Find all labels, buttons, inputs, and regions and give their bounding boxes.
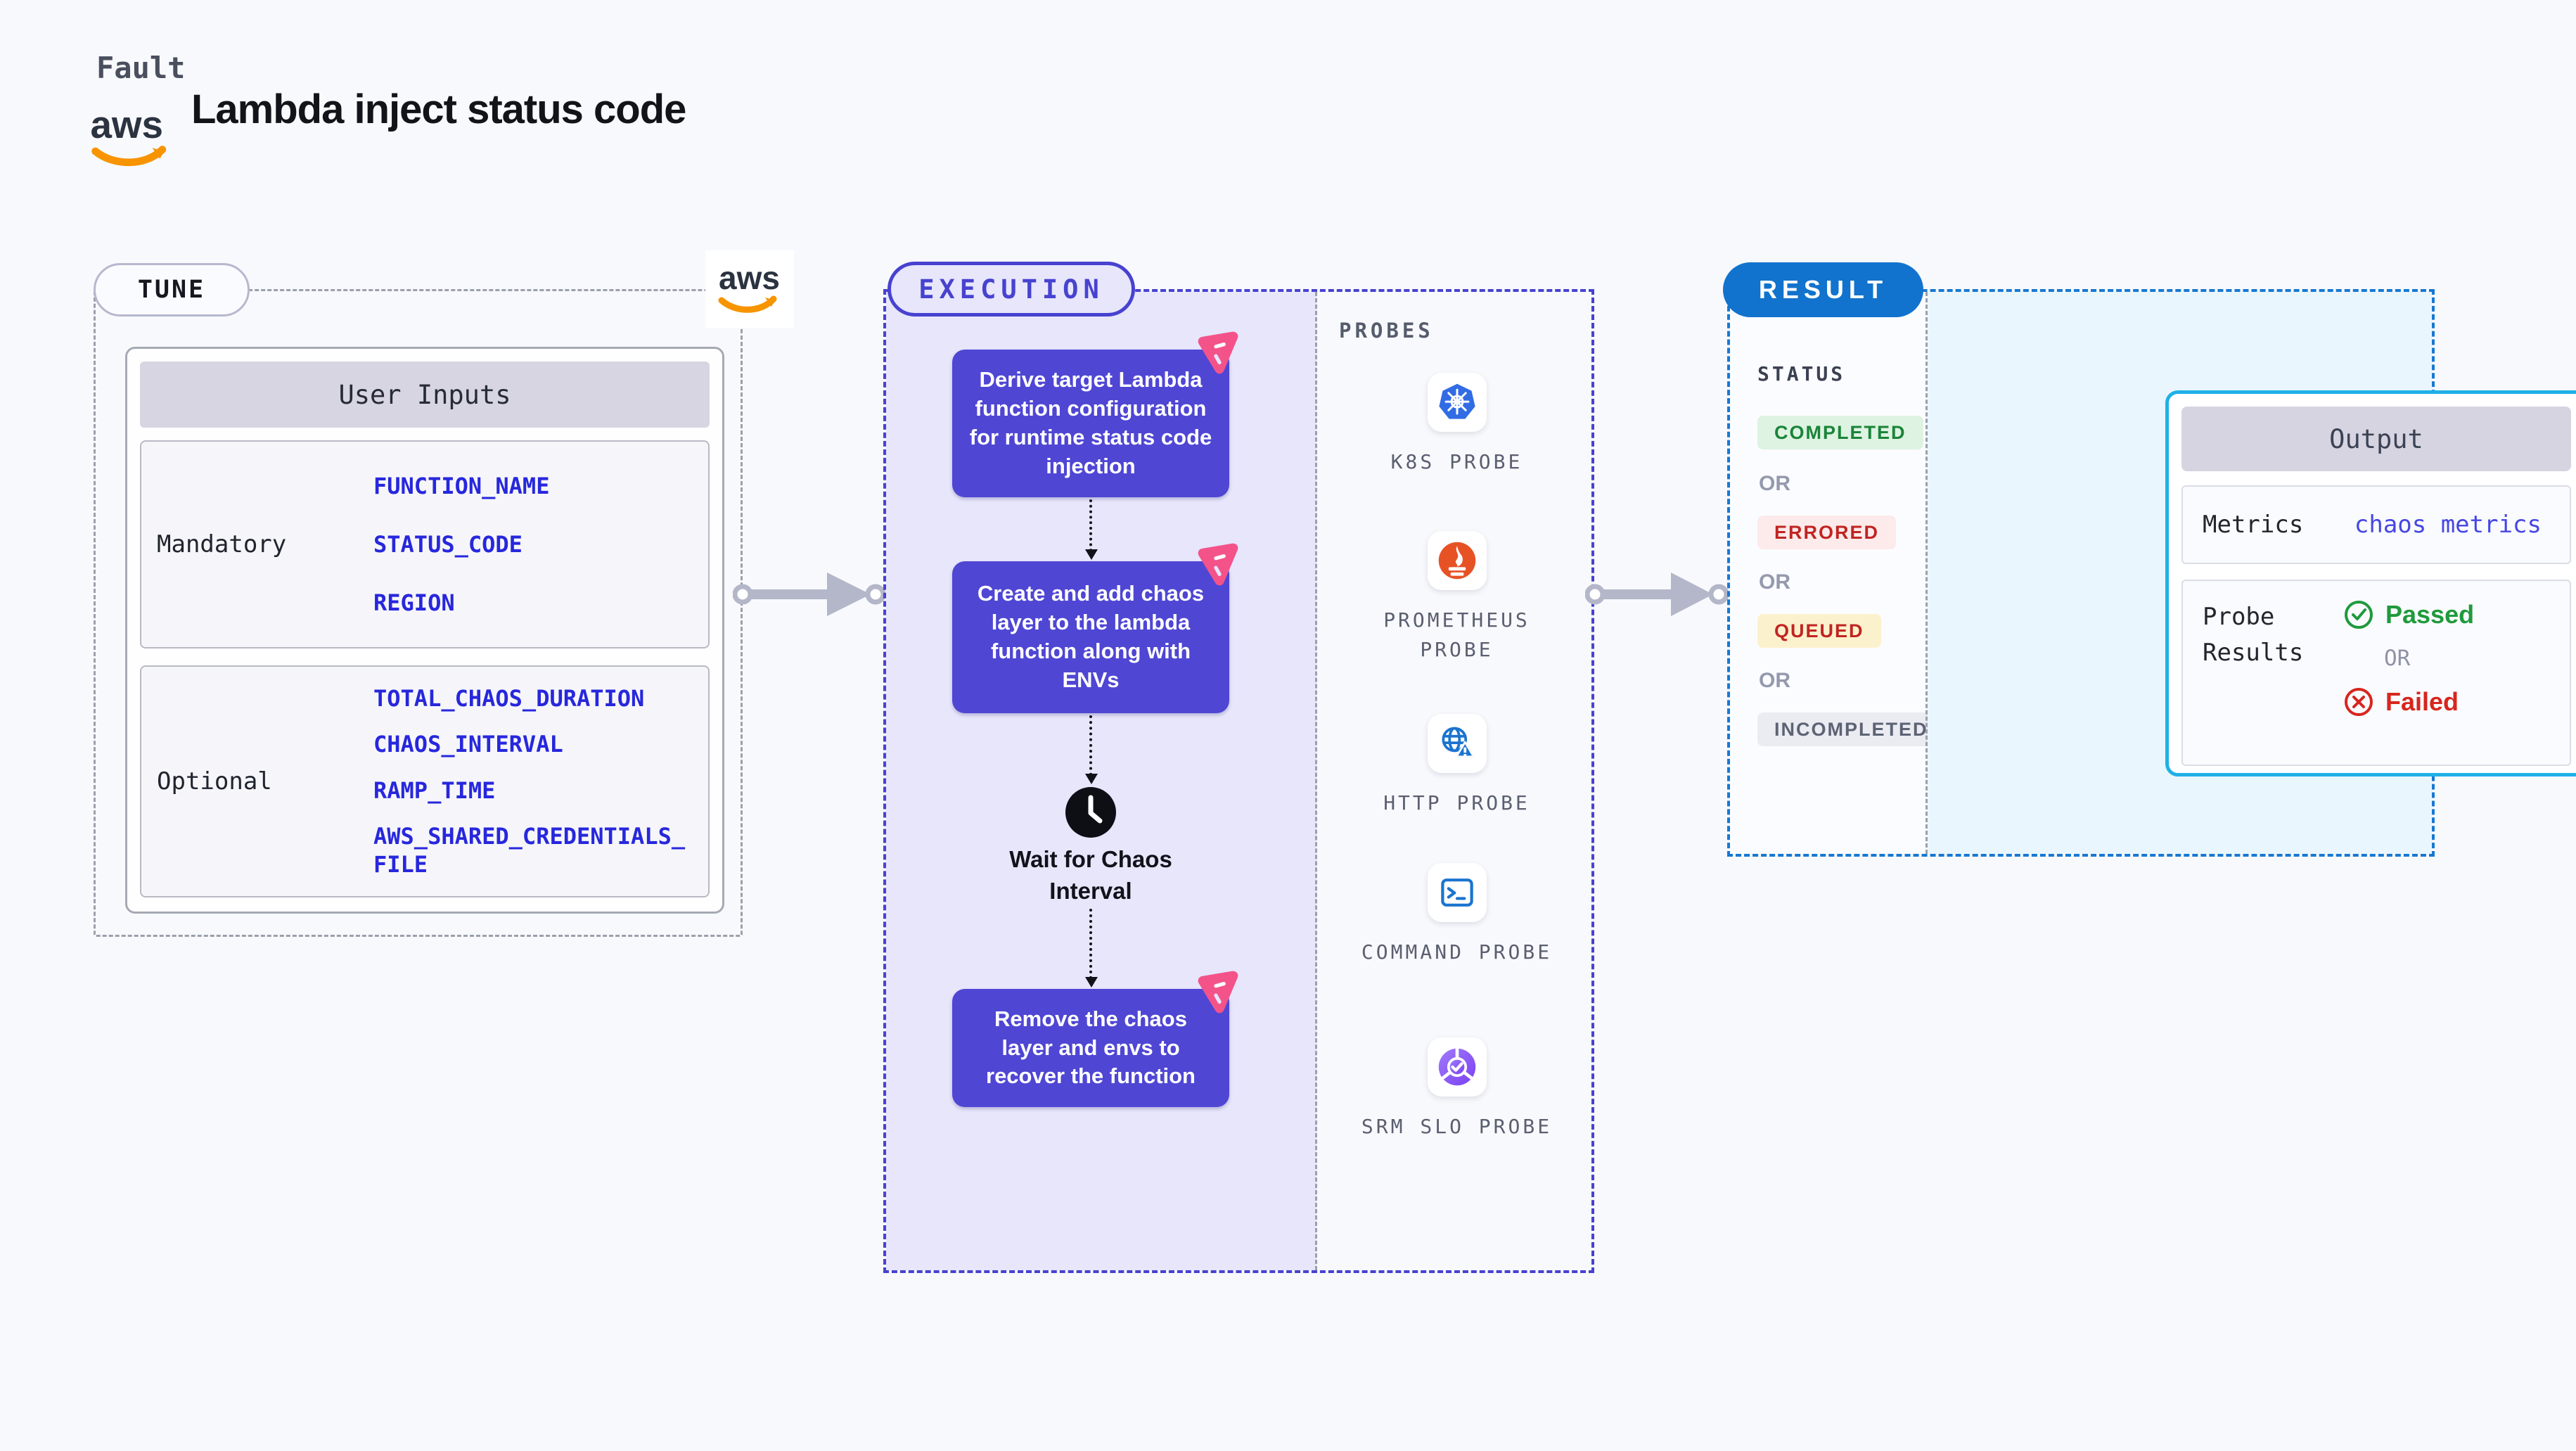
- status-badge-completed: COMPLETED: [1757, 416, 1923, 449]
- result-output-area: Output Metrics chaos metrics Probe Resul…: [1928, 292, 2576, 854]
- probe-result-failed: Failed: [2343, 686, 2556, 717]
- result-status-column: STATUS COMPLETED OR ERRORED OR QUEUED OR…: [1730, 292, 1945, 854]
- mandatory-label: Mandatory: [157, 530, 287, 558]
- chaos-icon: [1198, 543, 1238, 586]
- param-region: REGION: [373, 589, 455, 616]
- step-add-chaos-layer: Create and add chaos layer to the lambda…: [952, 543, 1238, 713]
- step-derive-config: Derive target Lambda function configurat…: [952, 331, 1238, 497]
- flow-connector: [1085, 499, 1098, 560]
- status-or-label: OR: [1759, 669, 1790, 692]
- mandatory-row: Mandatory FUNCTION_NAME STATUS_CODE REGI…: [140, 440, 710, 648]
- aws-logo-text: aws: [719, 260, 780, 296]
- probe-srm-slo: SRM SLO PROBE: [1316, 1037, 1597, 1142]
- tune-aws-logo-patch: aws: [705, 250, 794, 328]
- output-title: Output: [2181, 407, 2571, 471]
- probe-label: COMMAND PROBE: [1361, 940, 1553, 964]
- probe-result-passed: Passed: [2343, 599, 2556, 630]
- probe-prometheus: PROMETHEUS PROBE: [1316, 531, 1597, 665]
- status-or-label: OR: [1759, 570, 1790, 594]
- user-inputs-title: User Inputs: [140, 362, 710, 428]
- wait-for-chaos-interval-label: Wait for Chaos Interval: [1009, 846, 1172, 904]
- aws-logo-text: aws: [90, 103, 163, 146]
- execution-probes-divider: [1315, 292, 1317, 1270]
- aws-swoosh: [91, 146, 167, 167]
- status-badge-errored: ERRORED: [1757, 516, 1897, 549]
- aws-logo: aws: [90, 103, 167, 167]
- optional-label: Optional: [157, 767, 272, 795]
- probe-label: PROMETHEUS PROBE: [1383, 608, 1530, 661]
- http-globe-warning-icon: [1427, 714, 1487, 773]
- failed-label: Failed: [2385, 687, 2459, 716]
- param-status-code: STATUS_CODE: [373, 531, 523, 558]
- probes-title: PROBES: [1339, 319, 1434, 343]
- metrics-value-link: chaos metrics: [2354, 511, 2542, 539]
- fault-label: Fault: [96, 51, 186, 85]
- execution-section-box: Derive target Lambda function configurat…: [883, 289, 1594, 1273]
- execution-to-result-arrow: [1585, 573, 1729, 616]
- metrics-row: Metrics chaos metrics: [2181, 485, 2571, 564]
- param-ramp-time: RAMP_TIME: [373, 776, 496, 804]
- output-card: Output Metrics chaos metrics Probe Resul…: [2165, 390, 2576, 776]
- probe-label: K8S PROBE: [1390, 450, 1523, 473]
- step-derive-config-label: Derive target Lambda function configurat…: [969, 367, 1212, 478]
- result-section-box: STATUS COMPLETED OR ERRORED OR QUEUED OR…: [1727, 289, 2576, 857]
- step-remove-chaos-layer-label: Remove the chaos layer and envs to recov…: [986, 1006, 1196, 1089]
- probe-results-label: Probe Results: [2203, 603, 2304, 667]
- tune-to-execution-arrow: [733, 573, 886, 616]
- step-remove-chaos-layer: Remove the chaos layer and envs to recov…: [952, 971, 1238, 1107]
- param-chaos-interval: CHAOS_INTERVAL: [373, 731, 563, 758]
- aws-swoosh: [718, 295, 777, 313]
- chaos-icon: [1198, 331, 1238, 374]
- wait-clock-icon: [1065, 786, 1117, 838]
- status-badge-incompleted: INCOMPLETED: [1757, 712, 1945, 746]
- probe-http: HTTP PROBE: [1316, 714, 1597, 818]
- status-or-label: OR: [1759, 472, 1790, 495]
- optional-row: Optional TOTAL_CHAOS_DURATION CHAOS_INTE…: [140, 665, 710, 897]
- probe-results-row: Probe Results Passed OR: [2181, 580, 2571, 766]
- probe-result-or-label: OR: [2384, 646, 2411, 671]
- tune-pill: TUNE: [94, 263, 250, 317]
- slo-pie-check-icon: [1427, 1037, 1487, 1097]
- param-aws-shared-credentials-file: AWS_SHARED_CREDENTIALS_FILE: [373, 822, 686, 878]
- x-circle-icon: [2345, 688, 2373, 716]
- flow-connector: [1085, 909, 1098, 987]
- prometheus-icon: [1427, 531, 1487, 590]
- page-title: Lambda inject status code: [191, 87, 686, 132]
- probe-command: COMMAND PROBE: [1316, 863, 1597, 967]
- passed-label: Passed: [2385, 600, 2475, 629]
- status-badge-queued: QUEUED: [1757, 614, 1881, 648]
- probe-label: SRM SLO PROBE: [1361, 1115, 1553, 1138]
- kubernetes-icon: [1427, 373, 1487, 432]
- terminal-icon: [1427, 863, 1487, 922]
- metrics-label: Metrics: [2203, 510, 2304, 539]
- param-function-name: FUNCTION_NAME: [373, 473, 550, 499]
- user-inputs-card: User Inputs Mandatory FUNCTION_NAME STAT…: [125, 347, 724, 914]
- probe-label: HTTP PROBE: [1383, 791, 1530, 814]
- flow-connector: [1085, 715, 1098, 784]
- status-title: STATUS: [1757, 362, 1846, 385]
- chaos-icon: [1198, 971, 1238, 1014]
- param-total-chaos-duration: TOTAL_CHAOS_DURATION: [373, 685, 645, 712]
- result-divider: [1925, 292, 1928, 854]
- execution-pill: EXECUTION: [887, 262, 1135, 317]
- probe-k8s: K8S PROBE: [1316, 373, 1597, 477]
- tune-section-box: [94, 289, 743, 937]
- step-add-chaos-layer-label: Create and add chaos layer to the lambda…: [977, 581, 1205, 692]
- probes-column: PROBES K8S PROBE: [1316, 292, 1597, 1270]
- aws-logo: aws: [718, 260, 780, 313]
- check-circle-icon: [2345, 601, 2373, 629]
- result-pill: RESULT: [1723, 262, 1923, 317]
